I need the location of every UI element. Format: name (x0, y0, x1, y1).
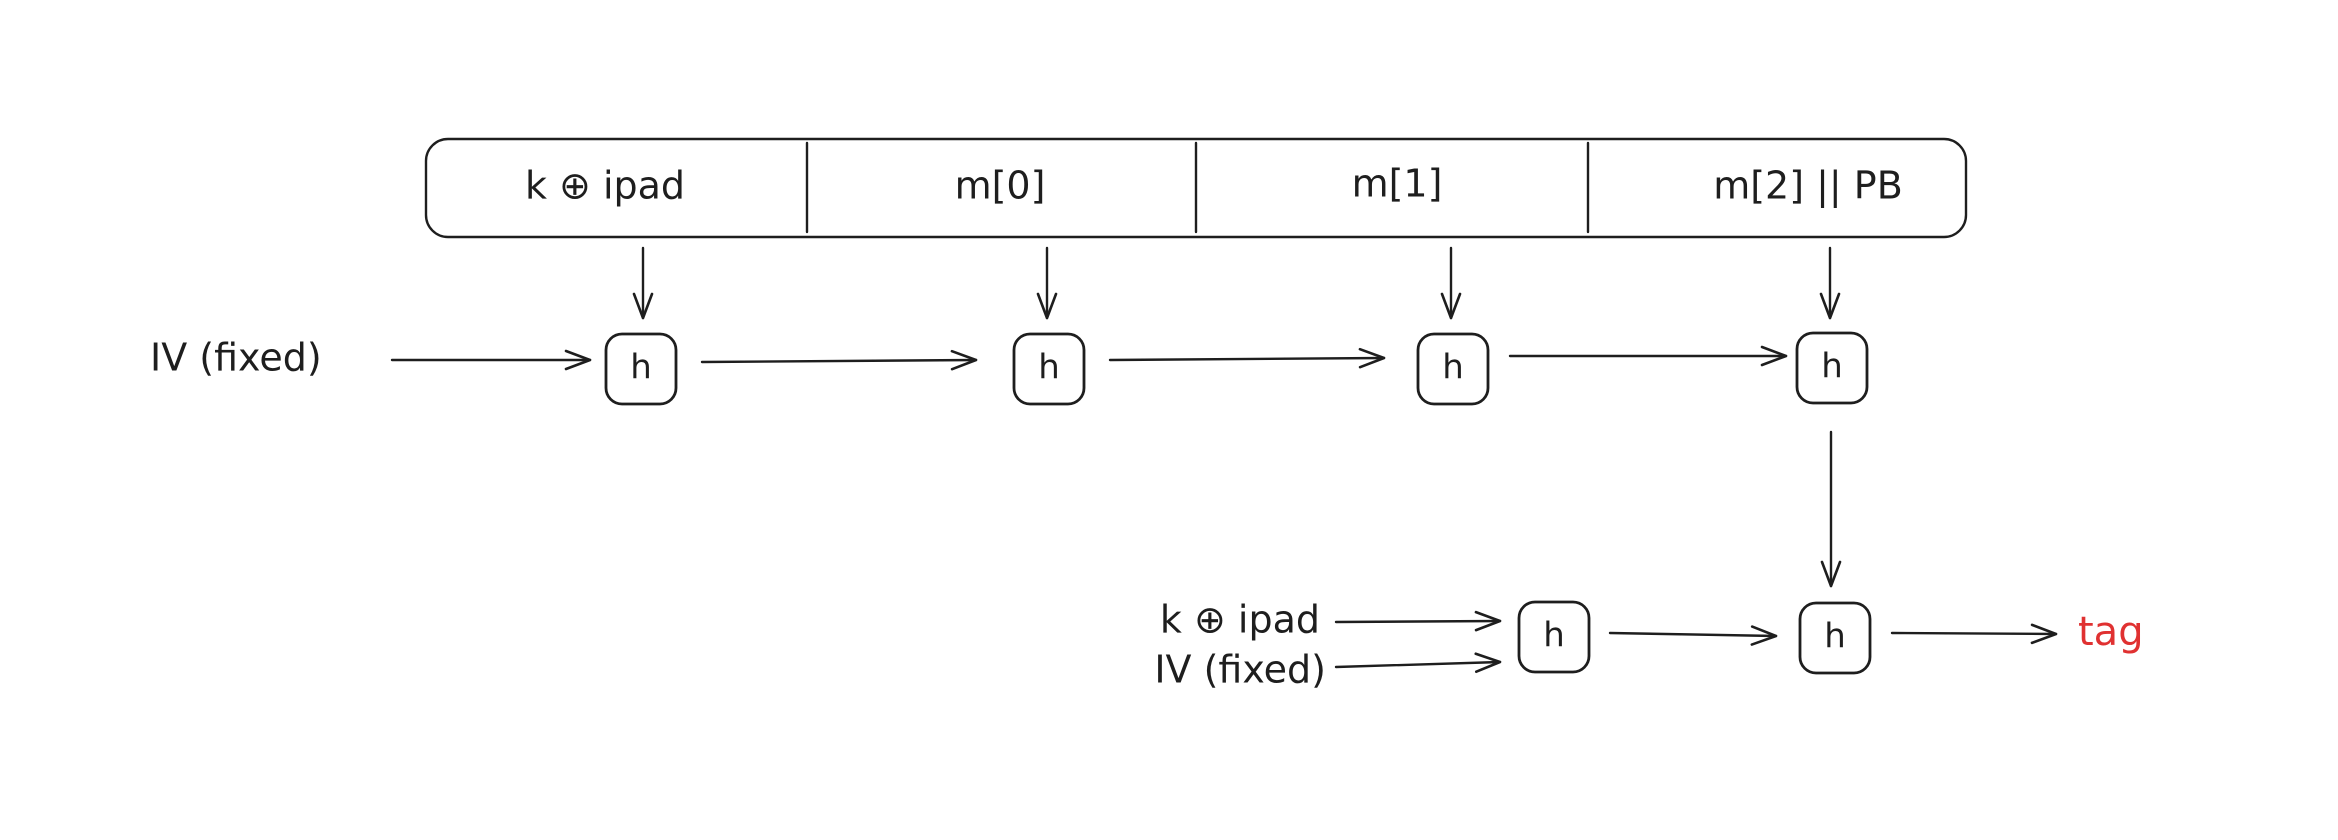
hash-label: h (1038, 348, 1060, 388)
arrow-outer-key-to-outer-h1 (1334, 610, 1502, 632)
block-label-m0: m[0] (955, 164, 1046, 208)
message-block-container (424, 137, 1968, 239)
arrow-h2-to-h3 (1108, 347, 1386, 369)
hash-label: h (1543, 616, 1565, 656)
arrow-h1-to-h2 (700, 349, 978, 371)
inner-iv-label: IV (fixed) (150, 336, 322, 380)
hash-box-1: h (604, 332, 678, 406)
hash-label: h (1821, 347, 1843, 387)
output-tag-label: tag (2078, 609, 2144, 655)
outer-hash-box-1: h (1517, 600, 1591, 674)
arrow-outer-iv-to-outer-h1 (1334, 652, 1502, 674)
hash-label: h (1824, 617, 1846, 657)
arrow-outer-h2-to-tag (1890, 623, 2058, 645)
hash-label: h (1442, 348, 1464, 388)
outer-key-label: k ⊕ ipad (1160, 598, 1320, 642)
outer-iv-label: IV (fixed) (1154, 648, 1326, 692)
hash-box-3: h (1416, 332, 1490, 406)
block-label-m2-pb: m[2] || PB (1713, 164, 1903, 209)
hash-box-2: h (1012, 332, 1086, 406)
arrow-outer-h1-to-outer-h2 (1608, 625, 1778, 646)
hash-label: h (630, 348, 652, 388)
outer-hash-box-2: h (1798, 601, 1872, 675)
block-label-key-ipad: k ⊕ ipad (525, 164, 685, 208)
hash-box-4: h (1795, 331, 1869, 405)
block-label-m1: m[1] (1352, 162, 1443, 206)
